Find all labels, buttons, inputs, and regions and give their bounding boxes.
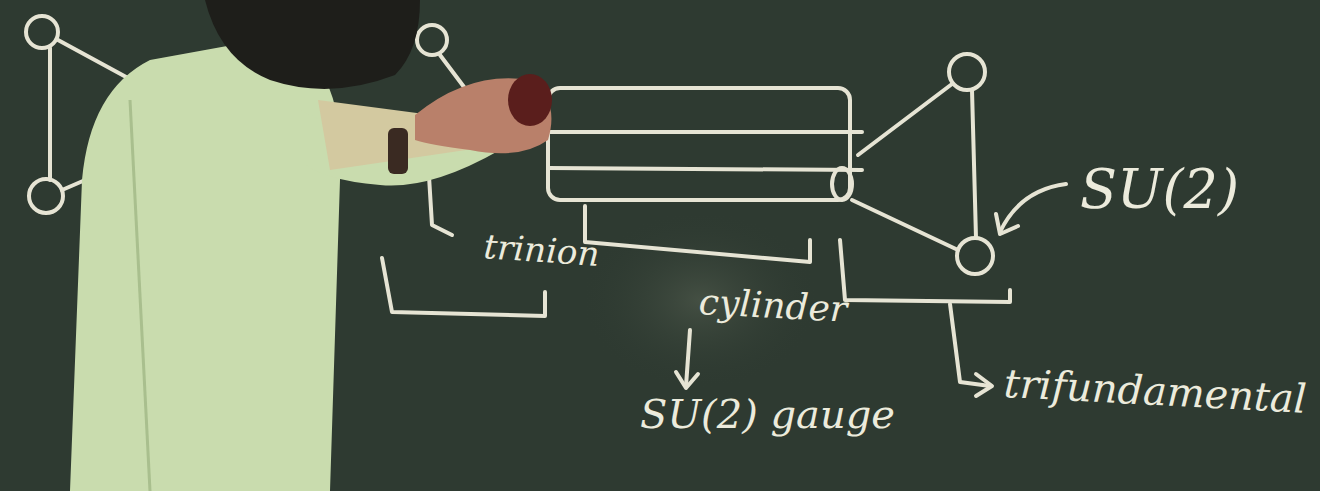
chalk-text: cylinder (698, 281, 848, 330)
trifundamental-bracket (840, 240, 1010, 302)
lecturer (70, 0, 552, 491)
chalk-text: trinion (482, 226, 600, 274)
head (205, 0, 420, 89)
flavor-circle (26, 16, 58, 48)
arrow-head (676, 372, 698, 388)
shirt-fold (130, 100, 150, 491)
flavor-circle (949, 54, 985, 90)
group-label: SU(2) (1080, 160, 1239, 219)
cylinder-bracket (585, 206, 810, 262)
arrow-head (976, 374, 992, 396)
meaning-label: SU(2) gauge (640, 392, 895, 436)
flavor-circle (417, 25, 447, 55)
chalk-eraser (508, 74, 552, 126)
chalk-text: trifundamental (1003, 360, 1308, 422)
chalk-line (548, 130, 862, 134)
part-label: trinion (482, 228, 600, 273)
chalk-line (548, 168, 862, 170)
arrow-head (996, 214, 1018, 234)
part-label: cylinder (698, 282, 848, 329)
cylinder-band (548, 88, 850, 200)
chalk-line (858, 84, 952, 155)
chalk-line (972, 90, 976, 238)
pointer-arrow (686, 330, 690, 386)
meaning-label: trifundamental (1003, 362, 1308, 422)
chalk-line (48, 48, 52, 180)
pointer-arrow (1000, 184, 1066, 232)
wristwatch (388, 128, 408, 174)
pointer-arrow (950, 304, 990, 386)
chalk-text: SU(2) (1080, 158, 1239, 221)
flavor-circle (29, 179, 63, 213)
chalk-line (852, 200, 958, 250)
gauge-circle (957, 238, 993, 274)
chalk-text: SU(2) gauge (640, 391, 895, 437)
cylinder-end (832, 168, 852, 200)
shirt (70, 40, 341, 491)
